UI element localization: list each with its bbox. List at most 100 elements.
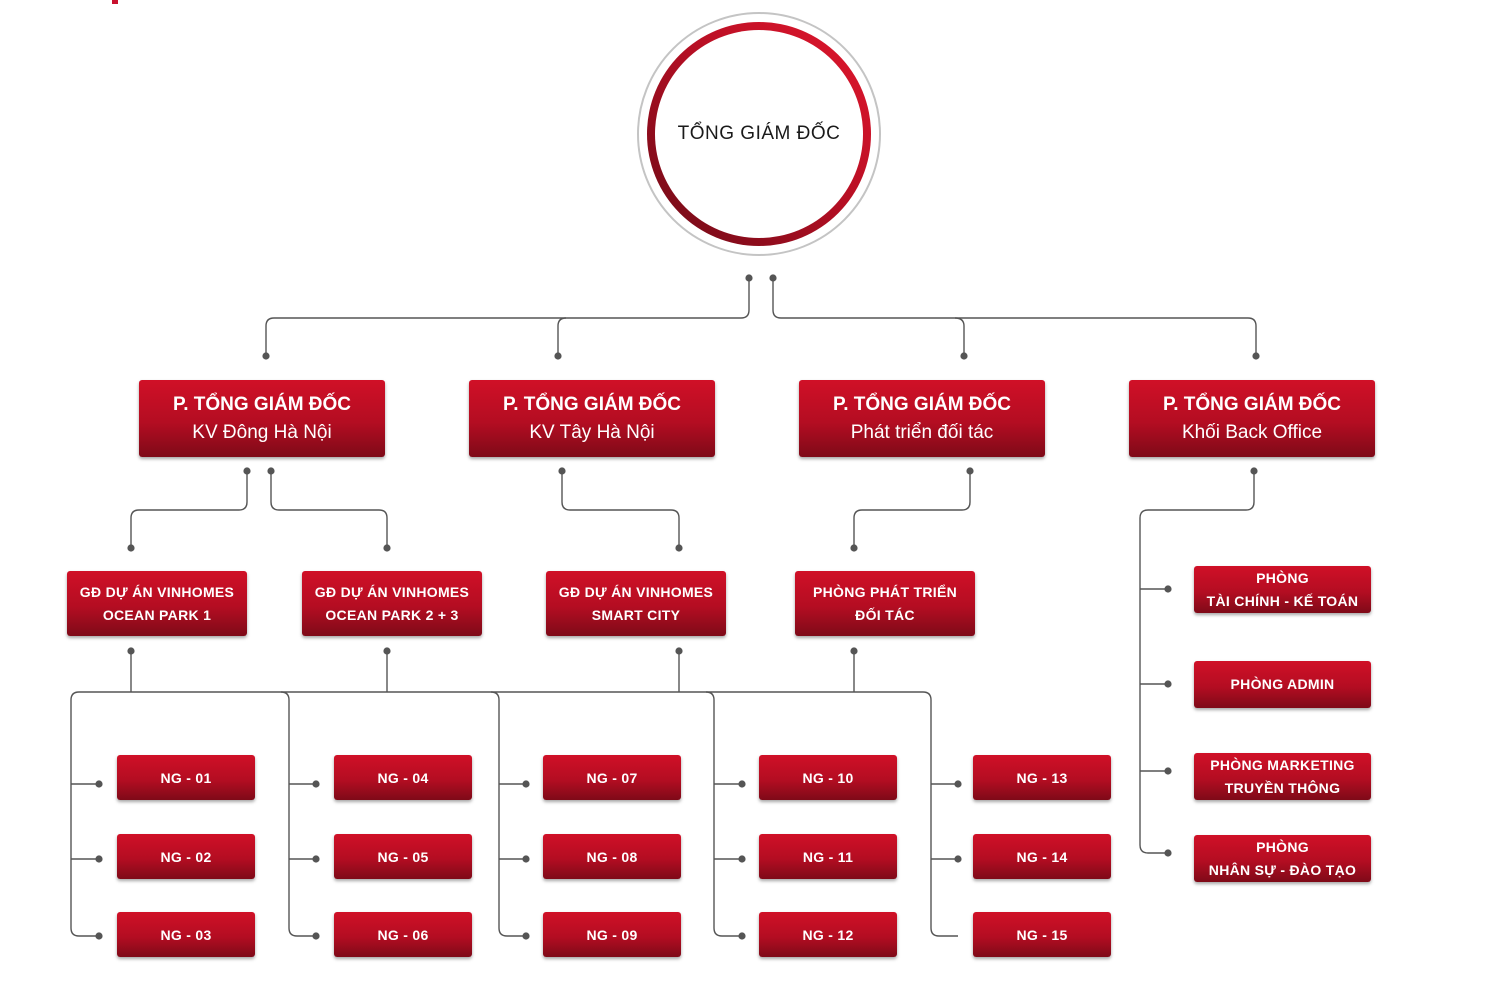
deputy-kv-tay: P. TỔNG GIÁM ĐỐC KV Tây Hà Nội (469, 380, 715, 457)
ng-label: NG - 05 (377, 848, 429, 865)
ng-label: NG - 03 (160, 926, 212, 943)
connector-line (853, 471, 971, 548)
connector-dot (1252, 352, 1260, 360)
ng-label: NG - 09 (586, 926, 638, 943)
ceo-title: TỔNG GIÁM ĐỐC (677, 123, 841, 144)
ng-box: NG - 01 (117, 755, 255, 800)
deputy-area: Khối Back Office (1181, 421, 1323, 443)
ng-label: NG - 15 (1016, 926, 1068, 943)
unit-line1: GĐ DỰ ÁN VINHOMES (558, 583, 714, 600)
connector-line (1139, 471, 1255, 854)
ng-label: NG - 11 (802, 848, 854, 865)
connector-line (930, 700, 958, 937)
connector-dot (675, 544, 683, 552)
connector-dot (95, 780, 103, 788)
connector-dot (95, 932, 103, 940)
office-line1: PHÒNG (1256, 838, 1309, 855)
office-marketing: PHÒNG MARKETING TRUYỀN THÔNG (1194, 753, 1371, 800)
connector-line (280, 691, 290, 701)
connector-dot (738, 780, 746, 788)
ng-box: NG - 07 (543, 755, 681, 800)
connector-line (70, 700, 99, 937)
ng-box: NG - 06 (334, 912, 472, 957)
ng-label: NG - 07 (586, 769, 638, 786)
connector-line (561, 471, 680, 548)
deputy-phat-trien-doi-tac: P. TỔNG GIÁM ĐỐC Phát triển đối tác (799, 380, 1045, 457)
deputy-area: KV Đông Hà Nội (192, 421, 332, 443)
ng-label: NG - 12 (802, 926, 854, 943)
connector-dot (1164, 680, 1172, 688)
ng-box: NG - 14 (973, 834, 1111, 879)
ng-box: NG - 09 (543, 912, 681, 957)
deputy-title: P. TỔNG GIÁM ĐỐC (1162, 393, 1342, 415)
connector-line (922, 691, 932, 701)
ng-label: NG - 13 (1016, 769, 1068, 786)
unit-phong-phat-trien-doi-tac: PHÒNG PHÁT TRIỂN ĐỐI TÁC (795, 571, 975, 636)
connector-dot (312, 932, 320, 940)
ng-label: NG - 08 (586, 848, 638, 865)
unit-line2: SMART CITY (591, 606, 681, 623)
connector-dot (1164, 849, 1172, 857)
connector-dot (738, 855, 746, 863)
ng-box: NG - 04 (334, 755, 472, 800)
office-line2: TRUYỀN THÔNG (1224, 779, 1341, 796)
office-tai-chinh-ke-toan: PHÒNG TÀI CHÍNH - KẾ TOÁN (1194, 566, 1371, 613)
deputy-title: P. TỔNG GIÁM ĐỐC (502, 393, 682, 415)
connector-dot (522, 932, 530, 940)
connector-dot (262, 352, 270, 360)
connector-line (270, 471, 388, 548)
unit-line2: ĐỐI TÁC (855, 606, 915, 623)
connector-dot (554, 352, 562, 360)
connector-dot (522, 780, 530, 788)
ng-box: NG - 03 (117, 912, 255, 957)
connector-line (130, 471, 248, 548)
connector-dot (312, 780, 320, 788)
connector-line (954, 317, 965, 356)
ng-label: NG - 04 (377, 769, 429, 786)
unit-ocean-park-1: GĐ DỰ ÁN VINHOMES OCEAN PARK 1 (67, 571, 247, 636)
office-line2: TÀI CHÍNH - KẾ TOÁN (1206, 592, 1359, 609)
ng-label: NG - 02 (160, 848, 212, 865)
connector-dot (312, 855, 320, 863)
connector-line (490, 691, 500, 701)
connector-dot (954, 780, 962, 788)
unit-smart-city: GĐ DỰ ÁN VINHOMES SMART CITY (546, 571, 726, 636)
connector-dot (522, 855, 530, 863)
deputy-title: P. TỔNG GIÁM ĐỐC (172, 393, 352, 415)
ng-box: NG - 08 (543, 834, 681, 879)
deputy-area: Phát triển đối tác (850, 421, 994, 443)
unit-line2: OCEAN PARK 2 + 3 (325, 606, 459, 623)
unit-line1: GĐ DỰ ÁN VINHOMES (79, 583, 235, 600)
connector-line (713, 700, 742, 937)
ng-box: NG - 15 (973, 912, 1111, 957)
office-nhan-su-dao-tao: PHÒNG NHÂN SỰ - ĐÀO TẠO (1194, 835, 1371, 882)
connector-dot (1164, 767, 1172, 775)
connector-line (772, 278, 1257, 356)
ng-box: NG - 12 (759, 912, 897, 957)
office-line1: PHÒNG ADMIN (1230, 676, 1335, 692)
deputy-back-office: P. TỔNG GIÁM ĐỐC Khối Back Office (1129, 380, 1375, 457)
ng-box: NG - 05 (334, 834, 472, 879)
ng-box: NG - 02 (117, 834, 255, 879)
connector-dot (1164, 585, 1172, 593)
deputy-kv-dong: P. TỔNG GIÁM ĐỐC KV Đông Hà Nội (139, 380, 385, 457)
connector-line (498, 700, 526, 937)
office-line1: PHÒNG MARKETING (1210, 756, 1355, 773)
connector-dot (95, 855, 103, 863)
ng-label: NG - 14 (1016, 848, 1068, 865)
top-accent-mark (112, 0, 118, 4)
office-admin: PHÒNG ADMIN (1194, 661, 1371, 708)
connector-line (288, 700, 316, 937)
ceo-circle: TỔNG GIÁM ĐỐC (647, 22, 871, 246)
ng-box: NG - 13 (973, 755, 1111, 800)
connector-dot (850, 544, 858, 552)
ng-box: NG - 11 (759, 834, 897, 879)
deputy-title: P. TỔNG GIÁM ĐỐC (832, 393, 1012, 415)
connector-line (705, 691, 715, 701)
connector-line (70, 691, 80, 701)
ceo-node: TỔNG GIÁM ĐỐC (637, 12, 881, 256)
office-line2: NHÂN SỰ - ĐÀO TẠO (1208, 861, 1357, 878)
unit-line1: GĐ DỰ ÁN VINHOMES (314, 583, 470, 600)
ng-box: NG - 10 (759, 755, 897, 800)
